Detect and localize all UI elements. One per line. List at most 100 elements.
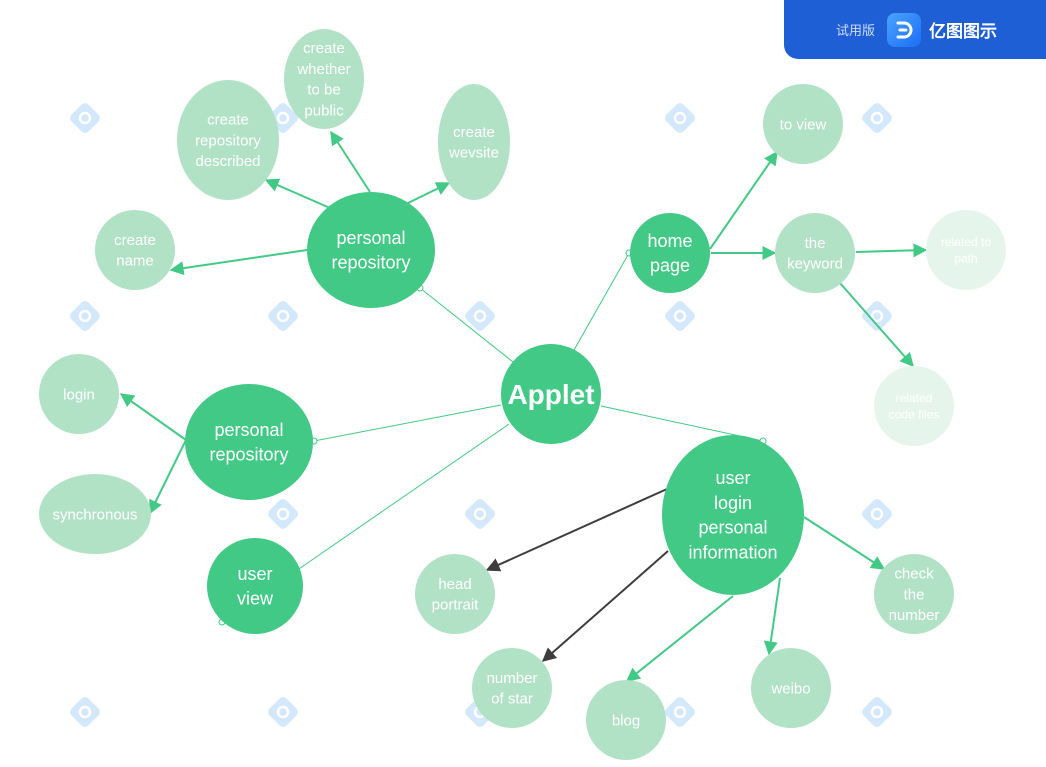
node-label-line: home bbox=[647, 231, 692, 251]
arrow bbox=[839, 282, 914, 368]
node-label-line: personal bbox=[336, 228, 405, 248]
node-keyword[interactable]: the keyword bbox=[775, 213, 855, 293]
node-label-line: the bbox=[904, 586, 925, 603]
connector-line bbox=[419, 287, 514, 363]
watermark-logo-icon bbox=[268, 697, 298, 727]
watermark-logo-icon bbox=[465, 301, 495, 331]
node-label-line: check bbox=[894, 566, 934, 583]
trial-badge[interactable]: 试用版 亿图图示 bbox=[784, 0, 1046, 59]
watermark-logo-ring bbox=[78, 111, 92, 125]
node-shape bbox=[874, 554, 954, 634]
node-label-line: user bbox=[237, 564, 272, 584]
watermark bbox=[665, 103, 695, 133]
node-label-line: of star bbox=[491, 691, 533, 708]
node-shape bbox=[501, 344, 601, 444]
node-to-view[interactable]: to view bbox=[763, 84, 843, 164]
node-label-line: create bbox=[303, 40, 345, 57]
node-label-line: public bbox=[304, 102, 344, 119]
node-label: blog bbox=[612, 712, 640, 729]
node-shape bbox=[39, 354, 119, 434]
watermark-logo-icon bbox=[465, 499, 495, 529]
watermark-logo-ring bbox=[78, 705, 92, 719]
watermark-logo-ring bbox=[870, 507, 884, 521]
watermark-logo-icon bbox=[665, 301, 695, 331]
node-label-line: create bbox=[114, 232, 156, 249]
watermark-logo-icon bbox=[268, 499, 298, 529]
node-label: login bbox=[63, 386, 95, 403]
watermark-logo-ring bbox=[276, 309, 290, 323]
trial-label: 试用版 bbox=[836, 24, 876, 39]
watermark-logo-ring bbox=[870, 111, 884, 125]
arrow bbox=[855, 243, 928, 258]
node-label-line: path bbox=[954, 251, 977, 265]
node-label: check the number bbox=[889, 566, 940, 624]
node-shape bbox=[207, 538, 303, 634]
node-shape bbox=[662, 435, 804, 595]
node-label-line: wevsite bbox=[448, 145, 499, 162]
node-sync[interactable]: synchronous bbox=[39, 474, 151, 554]
watermark bbox=[70, 301, 100, 331]
node-label: create name bbox=[114, 232, 156, 270]
node-applet[interactable]: Applet bbox=[501, 344, 601, 444]
edraw-logo-icon bbox=[887, 12, 922, 47]
node-rel-path[interactable]: related to path bbox=[926, 210, 1006, 290]
node-shape bbox=[39, 474, 151, 554]
watermark bbox=[862, 499, 892, 529]
watermark-logo-ring bbox=[276, 111, 290, 125]
node-label-line: to be bbox=[307, 82, 340, 99]
node-label-line: keyword bbox=[787, 256, 843, 273]
watermark-logo-icon bbox=[862, 103, 892, 133]
watermark bbox=[465, 499, 495, 529]
node-shape bbox=[438, 84, 510, 200]
node-label-line: head bbox=[438, 576, 471, 593]
watermark bbox=[862, 103, 892, 133]
node-weibo[interactable]: weibo bbox=[751, 648, 831, 728]
node-shape bbox=[586, 680, 666, 760]
watermark-logo-icon bbox=[862, 697, 892, 727]
node-shape bbox=[926, 210, 1006, 290]
watermark bbox=[665, 697, 695, 727]
node-label-line: described bbox=[195, 153, 260, 170]
watermark bbox=[70, 697, 100, 727]
node-label-line: number bbox=[889, 607, 940, 624]
connector-line bbox=[573, 252, 630, 351]
node-login[interactable]: login bbox=[39, 354, 119, 434]
watermark-logo-icon bbox=[268, 301, 298, 331]
node-label-line: to view bbox=[780, 116, 827, 133]
node-shape bbox=[751, 648, 831, 728]
node-check[interactable]: check the number bbox=[874, 554, 954, 634]
watermark bbox=[268, 301, 298, 331]
watermark bbox=[665, 301, 695, 331]
node-home[interactable]: home page bbox=[630, 213, 710, 293]
watermark-logo-icon bbox=[862, 301, 892, 331]
node-label-line: the bbox=[805, 235, 826, 252]
watermark-logo-ring bbox=[870, 309, 884, 323]
node-create-name[interactable]: create name bbox=[95, 210, 175, 290]
node-label-line: page bbox=[650, 256, 690, 276]
node-shape bbox=[185, 384, 313, 500]
node-shape bbox=[307, 192, 435, 308]
node-label-line: name bbox=[116, 253, 154, 270]
node-label-line: related to bbox=[941, 235, 991, 249]
watermark-logo-icon bbox=[70, 103, 100, 133]
node-label-line: synchronous bbox=[52, 506, 137, 523]
watermark-logo-ring bbox=[276, 705, 290, 719]
node-blog[interactable]: blog bbox=[586, 680, 666, 760]
